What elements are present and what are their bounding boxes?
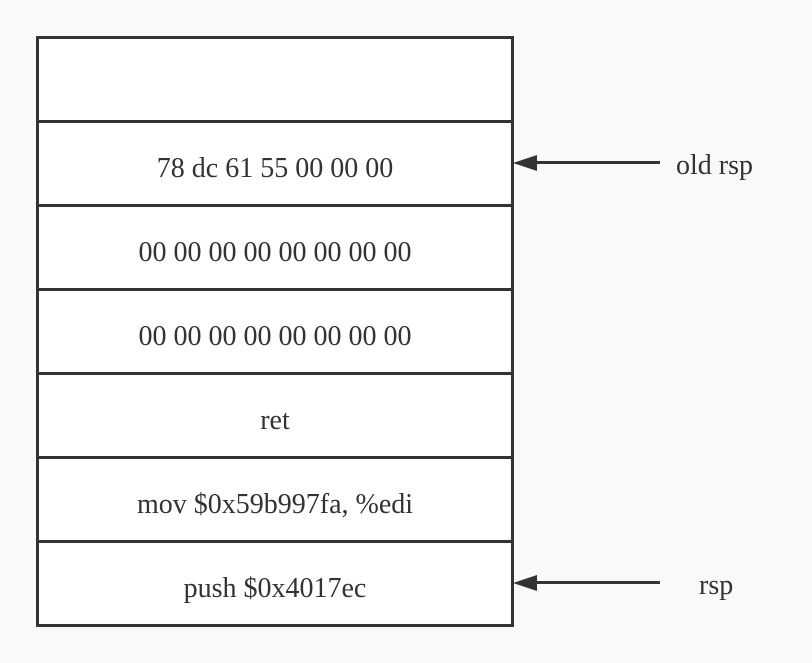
old-rsp-arrow <box>513 153 663 173</box>
stack-slot-label: ret <box>260 405 290 436</box>
rsp-label: rsp <box>699 570 734 601</box>
stack-slot-zero-bytes-1: 00 00 00 00 00 00 00 00 <box>39 204 511 288</box>
rsp-arrow <box>513 573 663 593</box>
stack-slot-empty <box>39 39 511 123</box>
stack-slot-label: 00 00 00 00 00 00 00 00 <box>138 237 412 268</box>
arrowhead-icon <box>513 575 537 591</box>
stack-frame: 78 dc 61 55 00 00 00 00 00 00 00 00 00 0… <box>36 36 514 627</box>
stack-slot-label: 78 dc 61 55 00 00 00 <box>156 153 394 184</box>
stack-slot-zero-bytes-2: 00 00 00 00 00 00 00 00 <box>39 288 511 372</box>
arrowhead-icon <box>513 155 537 171</box>
arrow-shaft <box>533 161 660 164</box>
arrow-shaft <box>533 581 660 584</box>
stack-slot-label: mov $0x59b997fa, %edi <box>136 489 414 520</box>
stack-slot-mov: mov $0x59b997fa, %edi <box>39 456 511 540</box>
old-rsp-label: old rsp <box>676 150 753 181</box>
stack-slot-ret: ret <box>39 372 511 456</box>
stack-slot-label: push $0x4017ec <box>183 573 367 604</box>
stack-slot-return-address: 78 dc 61 55 00 00 00 <box>39 120 511 204</box>
stack-slot-label: 00 00 00 00 00 00 00 00 <box>138 321 412 352</box>
stack-slot-push: push $0x4017ec <box>39 540 511 624</box>
